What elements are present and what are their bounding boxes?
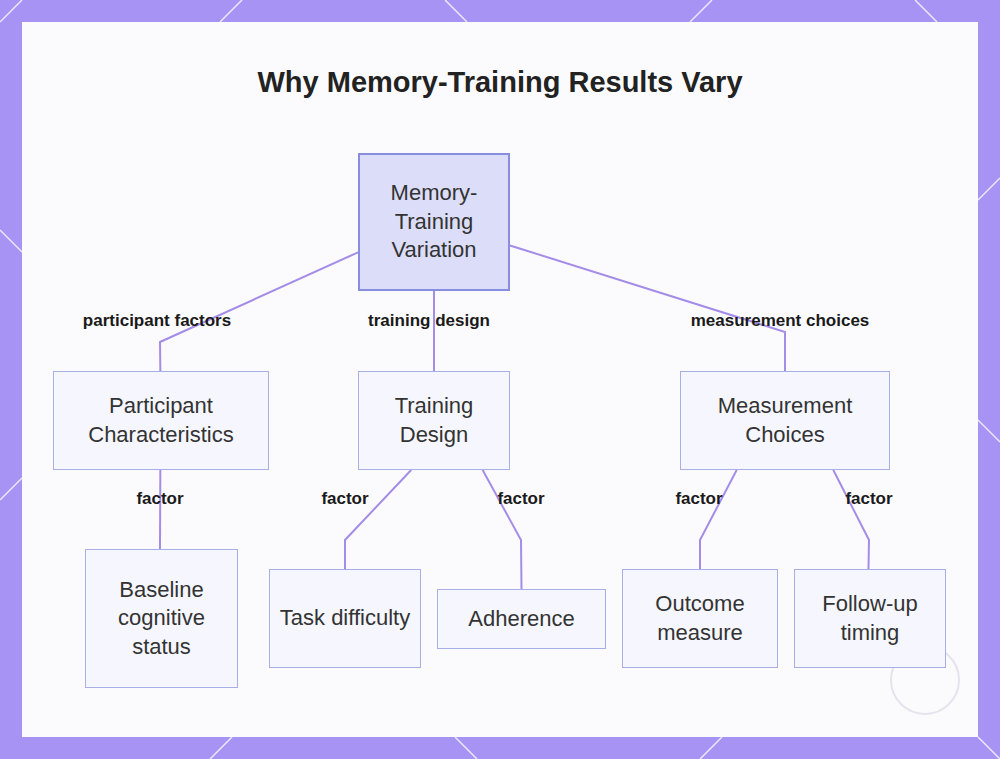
content-panel bbox=[22, 22, 978, 737]
edge-label: training design bbox=[368, 311, 490, 331]
node-text: Baseline cognitive status bbox=[94, 576, 229, 662]
node-text: Adherence bbox=[468, 605, 574, 634]
pattern-line bbox=[700, 737, 722, 759]
pattern-line bbox=[0, 230, 22, 252]
connector-line bbox=[510, 245, 785, 371]
node-text: Memory-Training Variation bbox=[368, 179, 500, 265]
pattern-line bbox=[915, 0, 937, 22]
connector-line bbox=[159, 470, 161, 549]
pattern-line bbox=[978, 737, 1000, 759]
pattern-line bbox=[220, 0, 242, 22]
factor-box: Adherence bbox=[437, 589, 606, 649]
node-text: Participant Characteristics bbox=[62, 392, 260, 449]
edge-label: factor bbox=[675, 489, 722, 509]
connector-line bbox=[833, 470, 869, 569]
factor-box: Task difficulty bbox=[269, 569, 421, 668]
edge-label: measurement choices bbox=[691, 311, 870, 331]
edge-label: factor bbox=[497, 489, 544, 509]
pattern-line bbox=[445, 0, 467, 22]
edge-label: factor bbox=[321, 489, 368, 509]
factor-box: Baseline cognitive status bbox=[85, 549, 238, 688]
root-box: Memory-Training Variation bbox=[358, 153, 510, 291]
pattern-line bbox=[0, 478, 22, 500]
pattern-line bbox=[455, 737, 477, 759]
connector-line bbox=[433, 291, 435, 371]
edge-label: factor bbox=[845, 489, 892, 509]
factor-box: Training Design bbox=[358, 371, 510, 470]
factor-box: Outcome measure bbox=[622, 569, 778, 668]
pattern-line bbox=[210, 737, 232, 759]
pattern-line bbox=[690, 0, 712, 22]
connector-line bbox=[483, 470, 522, 589]
factor-box: Follow-up timing bbox=[794, 569, 946, 668]
node-text: Follow-up timing bbox=[803, 590, 937, 647]
node-text: Task difficulty bbox=[280, 604, 410, 633]
edge-label: participant factors bbox=[83, 311, 231, 331]
connector-line bbox=[700, 470, 737, 569]
connector-line bbox=[345, 470, 411, 569]
diagram-title: Why Memory-Training Results Vary bbox=[257, 66, 742, 99]
pattern-line bbox=[978, 420, 1000, 442]
node-text: Measurement Choices bbox=[689, 392, 881, 449]
pattern-line bbox=[978, 178, 1000, 200]
edge-label: factor bbox=[136, 489, 183, 509]
node-text: Training Design bbox=[367, 392, 501, 449]
pattern-line bbox=[0, 0, 22, 22]
factor-box: Participant Characteristics bbox=[53, 371, 269, 470]
factor-box: Measurement Choices bbox=[680, 371, 890, 470]
node-text: Outcome measure bbox=[631, 590, 769, 647]
